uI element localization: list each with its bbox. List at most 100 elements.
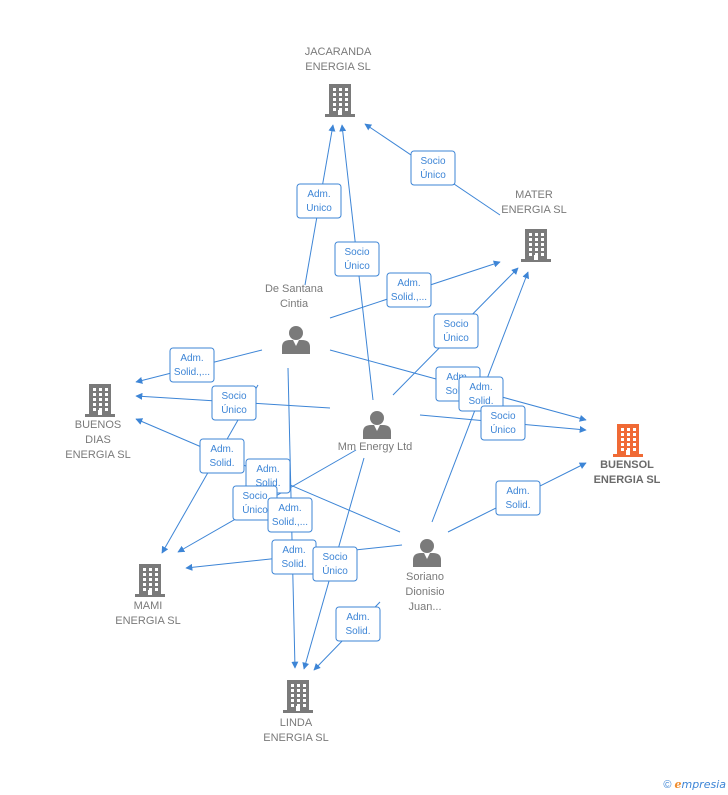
buensol-building-icon[interactable] <box>613 424 643 457</box>
edge-label-box <box>267 497 313 533</box>
edge-label-soriano-to-mami[interactable]: Adm. Solid. <box>271 539 317 575</box>
mater-building-icon[interactable] <box>521 229 551 262</box>
edge-label-box <box>211 385 257 421</box>
edge-label-box <box>199 438 245 474</box>
edge-label-desantana-to-buenos[interactable]: Adm. Solid.,... <box>169 347 215 383</box>
mmenergy-node-label[interactable]: Mm Energy Ltd <box>338 441 413 453</box>
node-label-line: Dionisio <box>405 586 444 598</box>
node-label-line: Mm Energy Ltd <box>338 441 413 453</box>
edge-label-soriano-to-buenos[interactable]: Adm. Solid. <box>199 438 245 474</box>
node-label-line: JACARANDA <box>305 46 372 58</box>
node-label-line: Soriano <box>406 571 444 583</box>
buenos-building-icon[interactable] <box>85 384 115 417</box>
node-label-line: MATER <box>515 189 553 201</box>
node-label-line: ENERGIA SL <box>263 732 328 744</box>
edge-label-text: Adm. <box>397 278 420 289</box>
soriano-person-icon[interactable] <box>413 539 441 567</box>
edge-labels-layer: SocioÚnicoAdm.UnicoSocioÚnicoAdm.Solid.,… <box>169 150 541 642</box>
edge-label-text: Adm. <box>278 503 301 514</box>
node-label-line: DIAS <box>85 434 111 446</box>
linda-building-icon[interactable] <box>283 680 313 713</box>
edge-label-text: Socio <box>242 491 267 502</box>
buenos-node-label[interactable]: BUENOS DIAS ENERGIA SL <box>65 419 130 461</box>
edge-label-soriano-to-linda[interactable]: Adm. Solid. <box>335 606 381 642</box>
brand-initial: e <box>674 778 682 791</box>
edge-label-box <box>410 150 456 186</box>
node-label-line: Juan... <box>408 601 441 613</box>
edge-label-desantana-to-mater[interactable]: Adm.Solid.,... <box>386 272 432 308</box>
node-label-line: Cintia <box>280 298 309 310</box>
node-label-line: ENERGIA SL <box>115 615 180 627</box>
edge-label-text: Solid. <box>255 478 280 489</box>
edge-label-text: Socio <box>420 156 445 167</box>
desantana-person-icon[interactable] <box>282 326 310 354</box>
edge-label-text: Socio <box>322 552 347 563</box>
edge-label-box <box>335 606 381 642</box>
edge-label-box <box>169 347 215 383</box>
jacaranda-node-label[interactable]: JACARANDA ENERGIA SL <box>305 46 372 73</box>
edge-label-desantana-to-jacaranda[interactable]: Adm. Unico <box>296 183 342 219</box>
edge-label-text: Adm. <box>469 382 492 393</box>
node-label-line: MAMI <box>134 600 163 612</box>
edge-label-text: Adm. <box>446 372 469 383</box>
edge-label-box <box>334 241 380 277</box>
edge-label-text: Solid. <box>209 458 234 469</box>
edge-label-text: Adm. <box>282 545 305 556</box>
jacaranda-building-icon[interactable] <box>325 84 355 117</box>
edge-label-text: Solid. <box>445 386 470 397</box>
edge-label-text: Único <box>242 503 268 516</box>
footer-brand[interactable]: ©empresia <box>663 778 726 791</box>
edge-label-text: Adm. <box>210 444 233 455</box>
linda-node-label[interactable]: LINDA ENERGIA SL <box>263 717 328 744</box>
node-label-line: ENERGIA SL <box>65 449 130 461</box>
edge-label-text: Adm. <box>180 353 203 364</box>
copyright-icon: © <box>663 779 672 791</box>
node-label-line: BUENOS <box>75 419 121 431</box>
node-label-line: BUENSOL <box>600 459 654 471</box>
node-label-line: De Santana <box>265 283 324 295</box>
edge-label-text: Unico <box>306 203 332 214</box>
edge-label-text: Socio <box>344 247 369 258</box>
mami-node-label[interactable]: MAMI ENERGIA SL <box>115 600 180 627</box>
edge-label-text: Adm. <box>346 612 369 623</box>
edge-label-box <box>296 183 342 219</box>
edge-label-box <box>495 480 541 516</box>
edge-label-box <box>312 546 358 582</box>
edge-label-text: Solid. <box>505 500 530 511</box>
node-label-line: LINDA <box>280 717 313 729</box>
edge-label-box <box>386 272 432 308</box>
mmenergy-person-icon[interactable] <box>363 411 391 439</box>
edge-label-box <box>480 405 526 441</box>
edge-label-text: Único <box>322 564 348 577</box>
edge-label-text: Solid. <box>345 626 370 637</box>
edge-label-text: Único <box>420 168 446 181</box>
edge-label-text: Solid.,... <box>272 517 308 528</box>
edge-label-text: Solid.,... <box>174 367 210 378</box>
edge-label-text: Único <box>221 403 247 416</box>
edge-label-text: Solid. <box>281 559 306 570</box>
edge-label-text: Adm. <box>256 464 279 475</box>
node-label-line: ENERGIA SL <box>305 61 370 73</box>
edge-label-soriano-to-buensol[interactable]: Adm.Solid. <box>495 480 541 516</box>
edge-label-desantana-to-mami[interactable]: Adm. Solid. <box>245 458 291 494</box>
soriano-node-label[interactable]: SorianoDionisioJuan... <box>405 571 444 613</box>
edge-label-text: Adm. <box>307 189 330 200</box>
edge-label-text: Solid. <box>468 396 493 407</box>
edge-label-desantana-to-linda[interactable]: Adm. Solid.,... <box>267 497 313 533</box>
edge-label-text: Único <box>344 259 370 272</box>
mami-building-icon[interactable] <box>135 564 165 597</box>
edge-label-text: Socio <box>443 319 468 330</box>
